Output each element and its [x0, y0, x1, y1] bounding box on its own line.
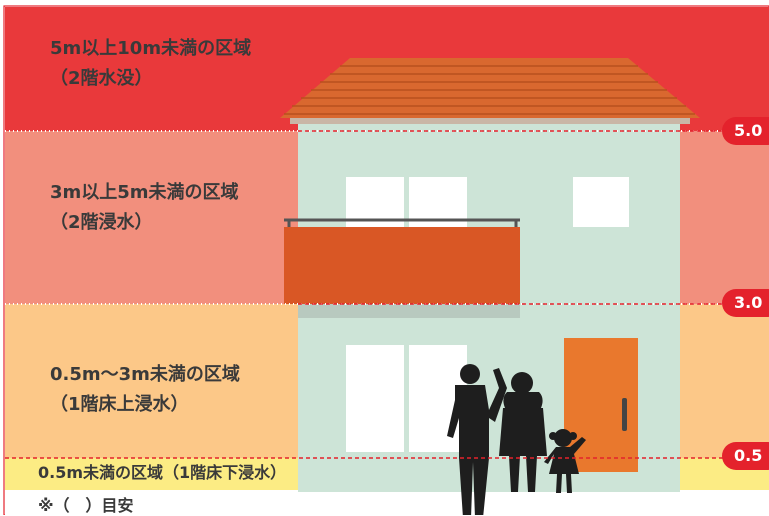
man-head — [460, 364, 480, 384]
door-handle — [622, 398, 627, 431]
zone-05-3-line1: 0.5m〜3m未満の区域 — [50, 364, 240, 385]
zone-label-5-10: 5m以上10m未満の区域 （2階水没） — [50, 34, 251, 94]
roof-eave — [290, 118, 690, 124]
zone-label-3-5: 3m以上5m未満の区域 （2階浸水） — [50, 178, 239, 238]
zone-3-5-line2: （2階浸水） — [50, 212, 153, 233]
zone-5-10-line1: 5m以上10m未満の区域 — [50, 38, 252, 59]
balcony-shadow — [298, 304, 520, 318]
level-badge-05: 0.5 — [722, 442, 769, 470]
zone-05-3-line2: （1階床上浸水） — [50, 394, 189, 415]
man-body — [447, 368, 507, 515]
woman-head — [511, 372, 533, 394]
girl-head — [554, 429, 572, 447]
note-text: ※（ ）目安 — [38, 496, 134, 515]
level-badge-3: 3.0 — [722, 289, 769, 317]
level-badge-5: 5.0 — [722, 117, 769, 145]
zone-label-lt05: 0.5m未満の区域（1階床下浸水） — [38, 463, 287, 482]
roof-tiles — [284, 65, 695, 115]
house-roof — [280, 58, 700, 118]
outer-border — [3, 5, 769, 515]
upper-window-right — [573, 177, 629, 227]
girl-body — [544, 437, 586, 493]
zone-label-05-3: 0.5m〜3m未満の区域 （1階床上浸水） — [50, 360, 240, 420]
zone-5-10-line2: （2階水没） — [50, 68, 153, 89]
lower-window-a — [346, 345, 404, 452]
zone-3-5-line1: 3m以上5m未満の区域 — [50, 182, 239, 203]
note-area-bg — [5, 490, 769, 515]
balcony — [284, 227, 520, 304]
family-silhouette — [447, 364, 586, 515]
woman-body — [499, 392, 547, 492]
